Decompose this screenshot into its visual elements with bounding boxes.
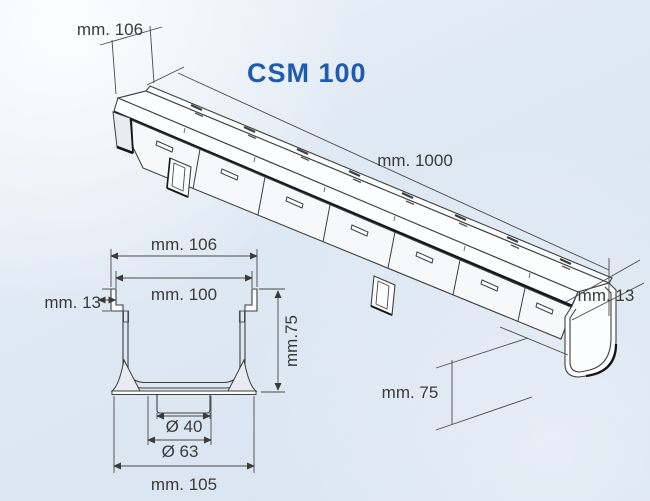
- outlet-clip-2: [370, 275, 396, 316]
- section-right-gusset: [227, 358, 258, 392]
- panel-joints: [192, 148, 526, 322]
- dim-label-length: mm. 1000: [377, 151, 453, 170]
- cross-section-view: mm. 106 mm. 100 mm. 13 mm.75: [44, 235, 301, 494]
- channel-front-rim: [113, 97, 579, 306]
- dim-edge-height-perspective: mm. 13: [565, 258, 645, 321]
- dim-label-base-width: mm. 105: [151, 475, 217, 494]
- dim-label-edge-height-perspective: mm. 13: [578, 286, 635, 305]
- rail-slots: [190, 103, 572, 266]
- section-base-flange: [111, 390, 257, 395]
- channel-mouth: [116, 90, 611, 293]
- dim-top-width: mm. 106: [77, 20, 163, 95]
- dim-outlet-inner: Ø 40: [156, 412, 211, 436]
- end-cap-shadow: [116, 145, 134, 155]
- channel-end-profile: [499, 282, 618, 378]
- dim-section-outer-width: mm. 106: [110, 235, 258, 287]
- end-cap: [112, 111, 134, 154]
- end-cap-edge: [130, 117, 134, 154]
- dim-label-section-height: mm.75: [282, 315, 301, 367]
- dim-outlet-outer: Ø 63: [147, 396, 212, 461]
- section-wall-outer: [122, 311, 246, 389]
- section-left-gusset: [110, 358, 141, 392]
- rim-shadow-edge: [113, 110, 573, 308]
- section-outlet-knockout: [156, 395, 211, 414]
- rim-tick-marks: [183, 127, 531, 279]
- dim-length: mm. 1000: [146, 66, 610, 271]
- dim-label-top-width: mm. 106: [77, 20, 143, 39]
- dim-label-section-edge-height: mm. 13: [44, 293, 101, 312]
- dim-label-section-inner-width: mm. 100: [151, 285, 217, 304]
- channel-body-panels: [115, 112, 574, 340]
- dim-label-outlet-inner: Ø 40: [166, 417, 203, 436]
- section-wall-inner: [127, 311, 241, 384]
- dim-label-outlet-outer: Ø 63: [162, 442, 199, 461]
- dim-label-body-height-perspective: mm. 75: [382, 383, 439, 402]
- panel-slots: [155, 140, 554, 315]
- dim-body-height-perspective: mm. 75: [382, 337, 533, 431]
- dim-base-width: mm. 105: [113, 396, 255, 494]
- section-left-rim: [110, 288, 124, 312]
- dim-section-edge-height: mm. 13: [44, 288, 117, 312]
- section-right-rim: [244, 288, 258, 312]
- dim-section-inner-width: mm. 100: [115, 271, 253, 304]
- perspective-view: mm. 106 mm. 1000 mm. 13 mm. 75 CSM 100: [77, 20, 645, 431]
- mouth-slot-marks: [194, 112, 571, 271]
- product-title: CSM 100: [247, 58, 367, 88]
- dim-label-section-outer-width: mm. 106: [151, 235, 217, 254]
- dim-section-height: mm.75: [259, 288, 301, 393]
- outlet-clip-1: [166, 157, 192, 198]
